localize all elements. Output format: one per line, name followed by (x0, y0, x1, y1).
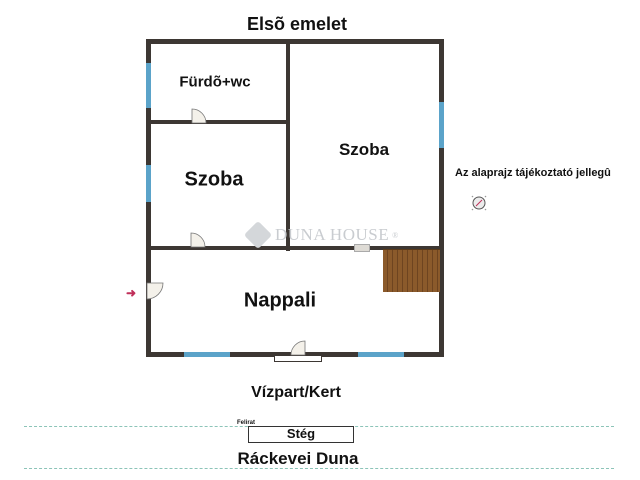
watermark-brand: DUNA HOUSE (275, 225, 390, 244)
wall-right (439, 39, 444, 357)
watermark-reg: ® (392, 230, 399, 240)
duna-house-logo-icon (243, 220, 273, 250)
staircase (383, 249, 440, 292)
compass-icon (471, 195, 487, 211)
pier-label: Stég (286, 426, 316, 441)
floor-title: Elsõ emelet (246, 14, 348, 34)
wall-top (146, 39, 444, 44)
window-living-right (358, 352, 404, 357)
room-label-bathroom: Fürdõ+wc (179, 73, 251, 91)
wall-bath-right (286, 39, 290, 251)
garden-label: Vízpart/Kert (251, 384, 341, 401)
pier-caption: Felirat (237, 420, 256, 426)
watermark: DUNA HOUSE® (243, 220, 399, 250)
window-room-right (439, 102, 444, 148)
disclaimer-note: Az alaprajz tájékoztató jellegû (455, 167, 611, 179)
terrace-step (274, 356, 322, 362)
door-room-left-icon (190, 232, 206, 248)
door-terrace-icon (290, 340, 306, 356)
window-living-left (184, 352, 230, 357)
room-label-room-right: Szoba (338, 140, 390, 159)
water-line-bottom (24, 468, 614, 469)
wall-bath-bottom (146, 120, 290, 124)
room-label-living: Nappali (243, 289, 317, 312)
wall-living-top (146, 246, 444, 250)
room-label-room-left: Szoba (184, 168, 244, 191)
door-bath-icon (191, 108, 207, 124)
window-room-left (146, 165, 151, 202)
door-entrance-icon (146, 282, 164, 300)
window-bath (146, 63, 151, 108)
pier-box: Stég (248, 426, 354, 443)
entrance-arrow-icon: ➜ (126, 286, 137, 300)
door-room-right (354, 244, 370, 252)
river-label: Ráckevei Duna (237, 449, 359, 468)
